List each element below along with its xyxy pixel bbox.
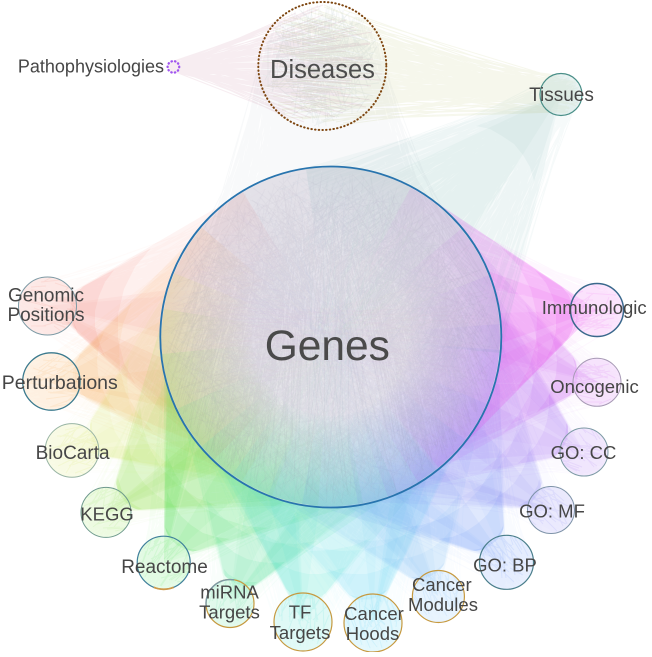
svg-text:Reactome: Reactome [121,557,208,578]
svg-text:miRNA: miRNA [200,582,259,603]
svg-text:Modules: Modules [408,594,478,615]
svg-text:GO: MF: GO: MF [519,501,585,522]
svg-text:Positions: Positions [7,305,84,326]
svg-text:Genes: Genes [265,323,390,370]
svg-text:GO: CC: GO: CC [551,442,617,463]
svg-text:Oncogenic: Oncogenic [550,376,638,397]
svg-text:BioCarta: BioCarta [36,443,110,464]
svg-text:Genomic: Genomic [8,286,84,307]
svg-text:Targets: Targets [270,622,331,643]
svg-text:TF: TF [289,602,312,623]
svg-text:Targets: Targets [199,602,260,623]
svg-text:Immunologic: Immunologic [542,297,647,318]
svg-text:Pathophysiologies: Pathophysiologies [18,57,164,77]
svg-text:Cancer: Cancer [412,574,472,595]
svg-text:GO: BP: GO: BP [473,555,537,576]
svg-text:Perturbations: Perturbations [2,372,118,394]
svg-text:Diseases: Diseases [270,56,375,84]
svg-text:Tissues: Tissues [529,85,594,106]
svg-text:Hoods: Hoods [346,623,399,644]
svg-text:KEGG: KEGG [80,504,133,525]
svg-text:Cancer: Cancer [344,603,404,624]
